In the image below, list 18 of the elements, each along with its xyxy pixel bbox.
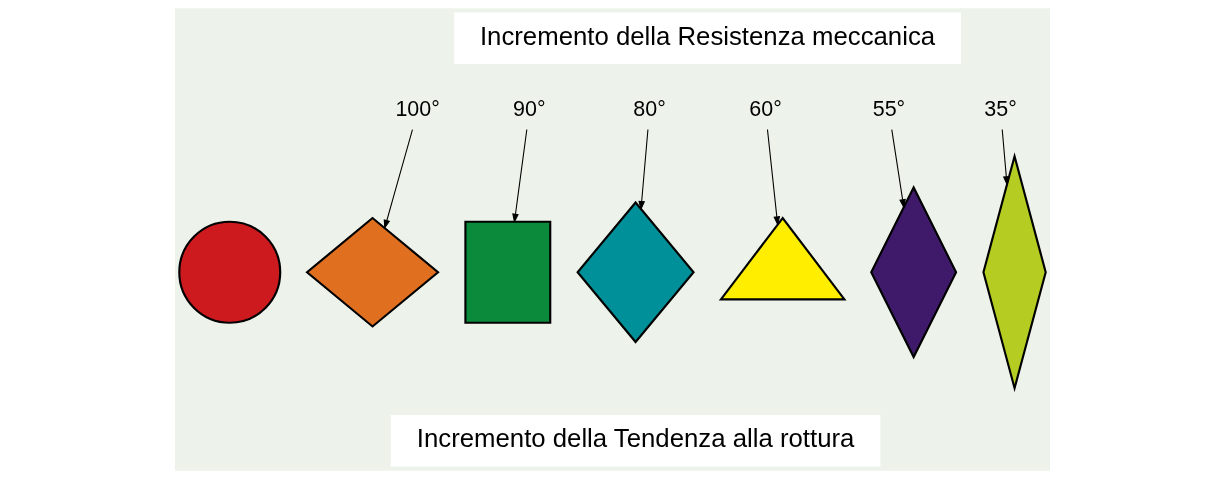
node-text: 100° <box>394 96 440 121</box>
arrow <box>1001 129 1010 186</box>
node-text: 90° <box>512 96 546 121</box>
node-box <box>463 220 551 324</box>
label: Incremento della Tendenza alla rottura <box>416 424 854 453</box>
label: Incremento della Resistenza meccanica <box>479 21 935 50</box>
node-circle <box>177 220 281 324</box>
node-diamond <box>869 185 957 360</box>
node-text: 55° <box>872 96 905 121</box>
arrow <box>637 129 648 211</box>
arrow <box>383 129 413 230</box>
arrow <box>766 129 780 227</box>
arrow <box>890 129 906 209</box>
node-diamond <box>981 152 1047 393</box>
node-text: 35° <box>983 96 1017 121</box>
node-text: 60° <box>748 96 782 121</box>
node-text: 80° <box>632 96 666 121</box>
arrow <box>511 129 527 224</box>
